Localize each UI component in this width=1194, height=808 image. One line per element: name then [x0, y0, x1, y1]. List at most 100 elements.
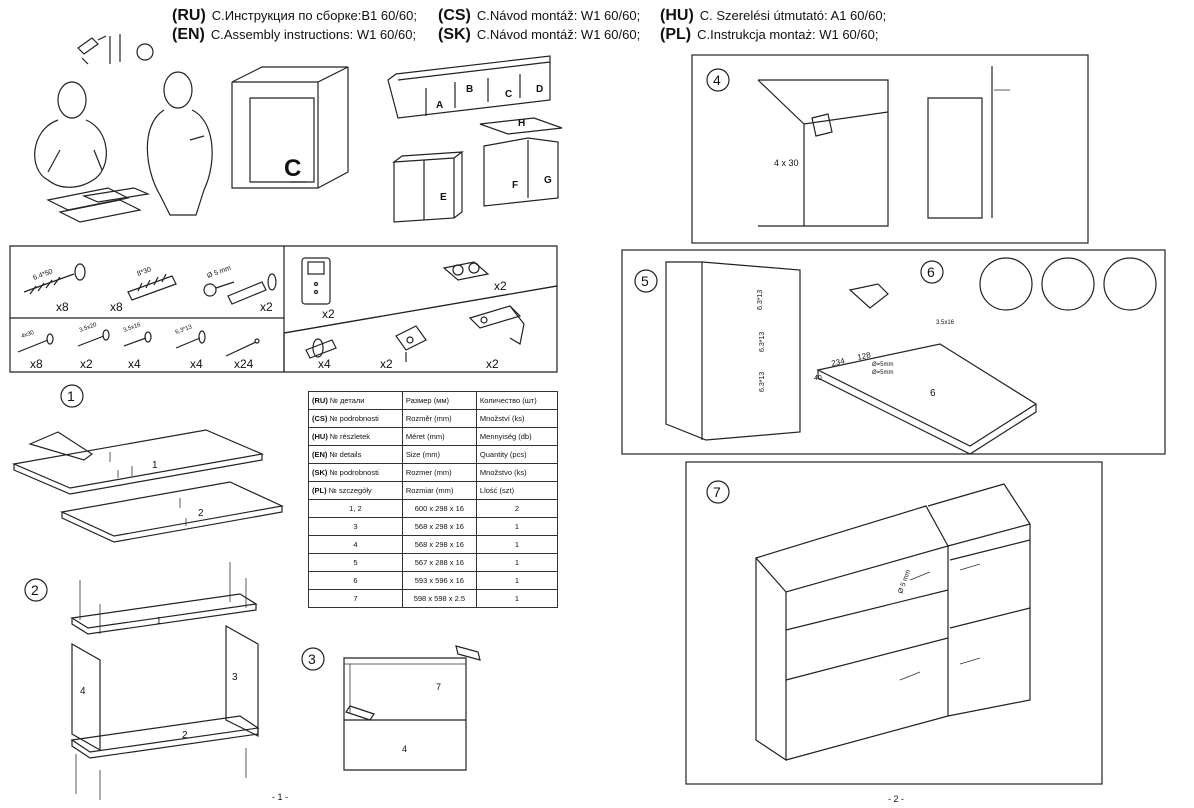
hardware-qty: x2: [494, 279, 507, 293]
table-cell: (HU) № részletek: [308, 427, 403, 446]
step-note: 3.5x16: [936, 320, 955, 326]
hardware-spec: 6.3*13: [175, 324, 194, 336]
kitchen-set-illustration: [387, 55, 563, 223]
hardware-spec: Ø 5 mm: [206, 265, 232, 280]
table-cell: Размер (мм): [401, 391, 477, 410]
panel-label: 2: [182, 730, 188, 741]
shelf-support-icon: [305, 338, 337, 359]
table-cell: Количество (шт): [475, 391, 559, 410]
hardware-qty: x8: [30, 357, 43, 371]
part-letter: G: [544, 175, 552, 186]
lang-code: (EN): [172, 26, 205, 43]
title-text: C.Assembly instructions: W1 60/60;: [210, 27, 417, 42]
table-cell: Llość (szt): [475, 481, 559, 500]
part-letter: E: [440, 192, 447, 203]
table-cell: Méret (mm): [401, 427, 477, 446]
header-col-1: (RU)С.Инструкция по сборке:B1 60/60; (EN…: [172, 6, 417, 44]
concealed-hinge-icon: [468, 305, 525, 345]
step-number: 1: [67, 388, 75, 404]
table-cell: 6: [308, 571, 403, 590]
table-cell: (EN) № details: [308, 445, 403, 464]
table-cell: 1: [475, 589, 559, 608]
cabinet-letter: C: [284, 155, 301, 182]
hardware-spec: 8*30: [136, 266, 152, 278]
nail-icon: [225, 338, 260, 357]
hardware-spec: 3.5x16: [123, 322, 143, 334]
header-col-3: (HU) C. Szerelési útmutató: A1 60/60; (PL…: [660, 6, 886, 44]
step-5-6-diagram: [621, 249, 1166, 455]
part-letter: D: [536, 84, 543, 95]
lang-code: (CS): [438, 7, 471, 24]
wooden-dowel-icon: [127, 273, 177, 301]
panel-label: 4: [80, 686, 86, 697]
assembler-figure-icon: [146, 71, 213, 216]
hardware-qty: x4: [190, 357, 203, 371]
panel-label: 7: [436, 682, 441, 692]
table-cell: Rozmiar (mm): [401, 481, 477, 500]
step-7-diagram: [685, 461, 1103, 785]
step-number: 4: [713, 72, 721, 88]
title-text: C.Návod montáž: W1 60/60;: [476, 8, 641, 23]
part-letter: A: [436, 100, 443, 111]
lang-code: (HU): [660, 7, 694, 24]
table-cell: 7: [308, 589, 403, 608]
step-1-diagram: [11, 384, 284, 543]
hardware-qty: x2: [80, 357, 93, 371]
short-screw-icon: [123, 331, 152, 347]
hanging-bracket-icon: [301, 257, 331, 305]
hardware-qty: x2: [322, 307, 335, 321]
table-cell: Rozměr (mm): [401, 409, 477, 428]
table-cell: 600 x 298 x 16: [401, 499, 477, 518]
table-cell: 4: [308, 535, 403, 554]
hardware-qty: x8: [56, 300, 69, 314]
page-number: - 2 -: [888, 794, 905, 804]
hardware-qty: x2: [486, 357, 499, 371]
table-cell: Size (mm): [401, 445, 477, 464]
bumper-pads-icon: [442, 261, 490, 281]
hardware-qty: x24: [234, 357, 254, 371]
hardware-qty: x2: [380, 357, 393, 371]
hardware-panel: [9, 245, 558, 373]
dimension-label: Ø=5mm: [872, 362, 894, 368]
table-cell: (CS) № podrobnosti: [308, 409, 403, 428]
lang-code: (PL): [660, 26, 692, 43]
header-col-2: (CS)C.Návod montáž: W1 60/60; (SK)C.Návo…: [438, 6, 640, 44]
table-cell: Množstvo (ks): [475, 463, 559, 482]
table-cell: Množství (ks): [475, 409, 559, 428]
euro-screw-icon: [175, 330, 206, 349]
step-number: 2: [31, 582, 39, 598]
part-letter: C: [505, 89, 512, 100]
step-note: 4 x 30: [774, 158, 799, 168]
hardware-qty: x4: [318, 357, 331, 371]
hardware-qty: x2: [260, 300, 273, 314]
table-cell: Quantity (pcs): [475, 445, 559, 464]
table-cell: 1, 2: [308, 499, 403, 518]
step-note: 6.3*13: [759, 332, 766, 352]
table-cell: 1: [475, 517, 559, 536]
table-cell: 1: [475, 571, 559, 590]
step-number: 7: [713, 484, 721, 500]
table-cell: 1: [475, 553, 559, 572]
hardware-spec: 3.5x20: [79, 322, 99, 334]
title-text: C. Szerelési útmutató: A1 60/60;: [699, 8, 887, 23]
panel-label: 4: [402, 744, 407, 754]
panel-label: 3: [232, 672, 238, 683]
screw-icon: [17, 333, 54, 353]
step-note: 6.3*13: [759, 372, 766, 392]
title-text: С.Инструкция по сборке:B1 60/60;: [211, 8, 417, 23]
page-number: - 1 -: [272, 792, 289, 802]
cabinet-c-illustration: [231, 66, 349, 189]
step-number: 5: [641, 273, 649, 289]
dimension-label: Ø=5mm: [872, 370, 894, 376]
step-3-diagram: [301, 645, 481, 771]
